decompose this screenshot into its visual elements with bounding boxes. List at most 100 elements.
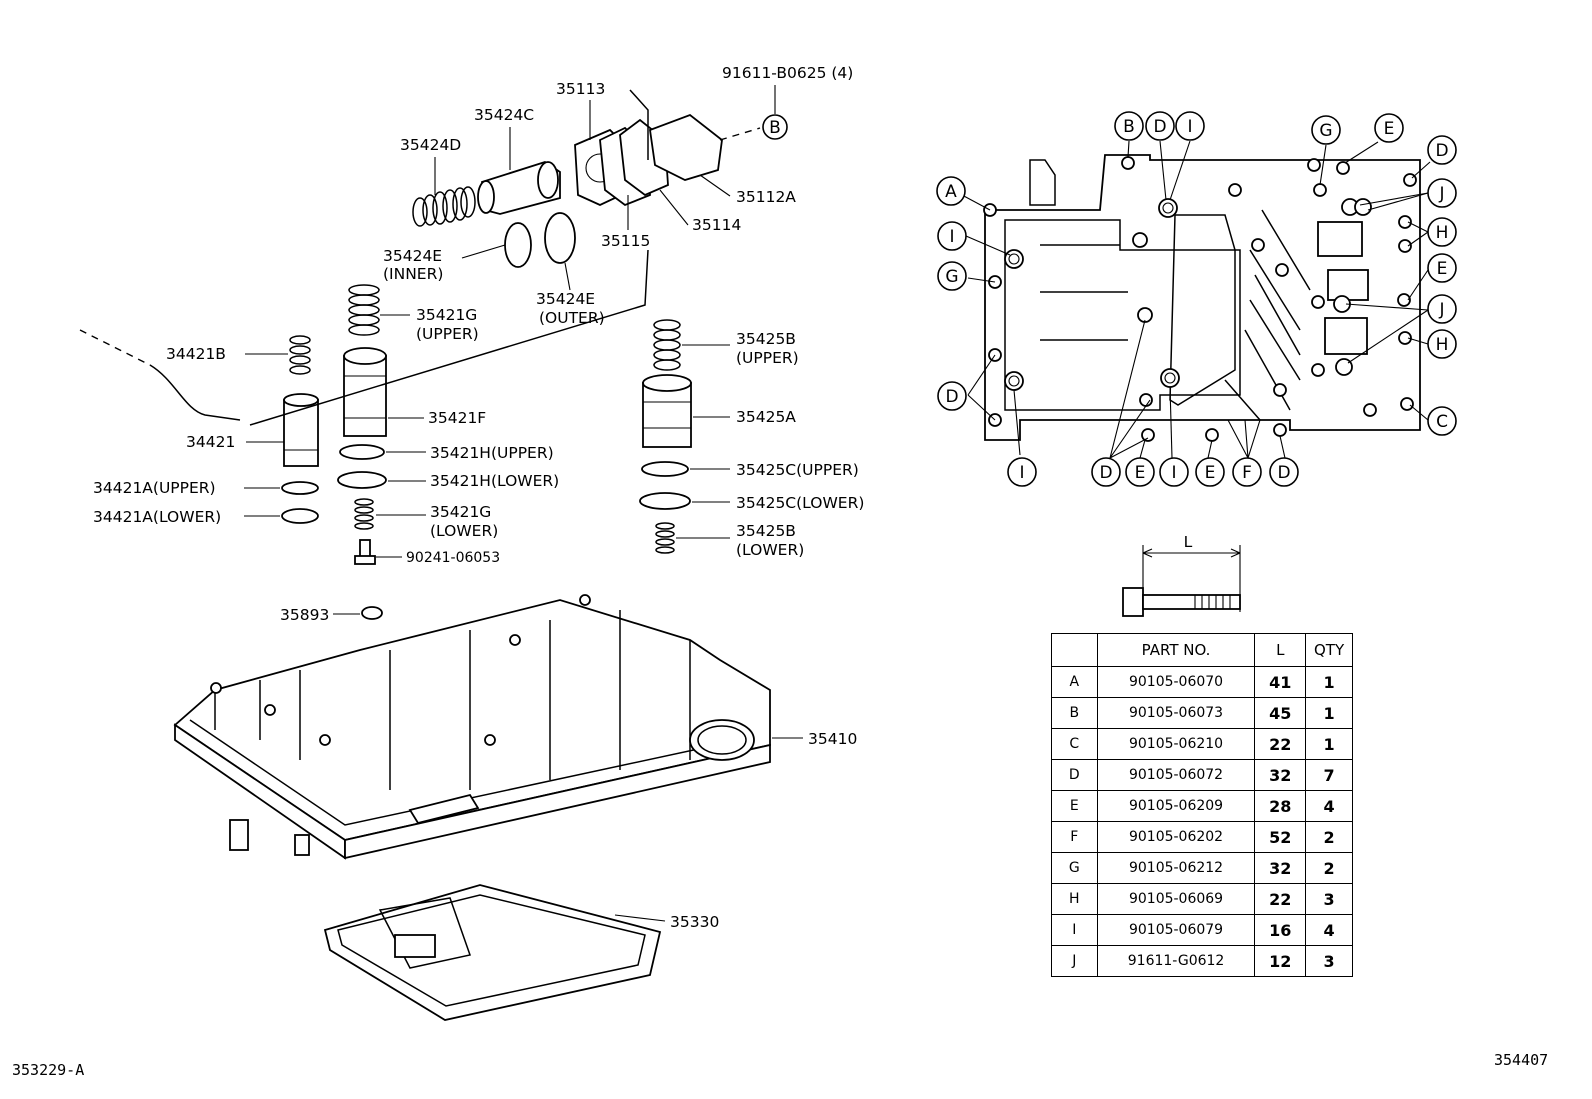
oring-35424e-inner (504, 222, 532, 268)
callout-right-h1: H (1427, 217, 1457, 247)
label-35113: 35113 (556, 80, 605, 98)
piston-34421 (283, 393, 319, 467)
oring-34421a-upper (281, 481, 319, 495)
bolt-length-figure (1122, 545, 1241, 617)
oring-35425c-upper (641, 461, 689, 477)
cell-qty: 4 (1305, 790, 1353, 822)
piston-35424c (477, 161, 561, 215)
label-34421b: 34421B (166, 345, 226, 363)
svg-text:D: D (1099, 463, 1112, 483)
callout-bot-f: F (1232, 457, 1262, 487)
label-34421: 34421 (186, 433, 235, 451)
cell-part-no: 90105-06070 (1096, 666, 1256, 698)
oring-35424e-outer (544, 212, 576, 264)
cell-length: 52 (1254, 821, 1307, 853)
cell-part-no: 91611-G0612 (1096, 945, 1256, 977)
label-35410: 35410 (808, 730, 857, 748)
cell-key: H (1051, 883, 1098, 915)
cell-qty: 7 (1305, 759, 1353, 791)
spring-35424d (412, 186, 476, 227)
callout-top-g: G (1311, 115, 1341, 145)
cell-length: 22 (1254, 883, 1307, 915)
label-35425b-upper: 35425B (736, 330, 796, 348)
piston-35421f (343, 347, 387, 437)
cell-length: 16 (1254, 914, 1307, 946)
cell-length: 45 (1254, 697, 1307, 729)
svg-text:F: F (1242, 463, 1252, 483)
label-35421g-upper: 35421G (416, 306, 477, 324)
label-35421f: 35421F (428, 409, 486, 427)
callout-right-j1: J (1427, 178, 1457, 208)
svg-text:E: E (1135, 463, 1146, 483)
nut-35893 (361, 606, 383, 620)
svg-text:D: D (1153, 117, 1166, 137)
callout-top-e: E (1374, 113, 1404, 143)
label-35424d: 35424D (400, 136, 461, 154)
exploded-parts (79, 89, 761, 620)
callout-top-b: B (1114, 111, 1144, 141)
cell-qty: 1 (1305, 697, 1353, 729)
label-35425b-lower: 35425B (736, 522, 796, 540)
cell-key: F (1051, 821, 1098, 853)
label-35425c-upper: 35425C(UPPER) (736, 461, 859, 479)
svg-text:D: D (1435, 141, 1448, 161)
cell-part-no: 90105-06212 (1096, 852, 1256, 884)
svg-text:H: H (1436, 335, 1449, 355)
label-35424c: 35424C (474, 106, 534, 124)
label-35115: 35115 (601, 232, 650, 250)
callout-top-i: I (1175, 111, 1205, 141)
callout-b-link: B (762, 114, 788, 140)
piston-35425a (642, 374, 692, 448)
cell-part-no: 90105-06210 (1096, 728, 1256, 760)
callout-left-d: D (937, 381, 967, 411)
oring-34421a-lower (281, 508, 319, 524)
cell-key: B (1051, 697, 1098, 729)
svg-text:D: D (945, 387, 958, 407)
label-35114: 35114 (692, 216, 741, 234)
label-91611-b0625: 91611-B0625 (4) (722, 64, 853, 82)
cell-qty: 3 (1305, 883, 1353, 915)
spring-35425b-upper (653, 319, 681, 371)
cell-key: J (1051, 945, 1098, 977)
svg-text:G: G (945, 267, 958, 287)
part-labels: 91611-B0625 (4) 35113 35424C 35424D 3511… (93, 64, 864, 931)
spring-34421b (289, 335, 311, 375)
label-35893: 35893 (280, 606, 329, 624)
cell-qty: 1 (1305, 666, 1353, 698)
table-header-row: PART NO. L QTY (1051, 633, 1353, 667)
label-35421h-upper: 35421H(UPPER) (430, 444, 554, 462)
cell-length: 41 (1254, 666, 1307, 698)
callout-bot-i1: I (1007, 457, 1037, 487)
cell-key: A (1051, 666, 1098, 698)
header-length: L (1254, 633, 1307, 667)
spring-35421g-lower (354, 498, 374, 530)
length-label: L (1184, 533, 1193, 551)
svg-text:E: E (1384, 119, 1395, 139)
callout-right-h2: H (1427, 329, 1457, 359)
cell-length: 28 (1254, 790, 1307, 822)
cell-qty: 3 (1305, 945, 1353, 977)
label-35425b-lower-q: (LOWER) (736, 541, 804, 559)
oring-35421h-lower (337, 471, 387, 489)
svg-text:I: I (1171, 463, 1176, 483)
svg-text:E: E (1205, 463, 1216, 483)
label-35421g-upper-q: (UPPER) (416, 325, 479, 343)
callout-top-d: D (1145, 111, 1175, 141)
cell-length: 12 (1254, 945, 1307, 977)
callout-bot-d1: D (1091, 457, 1121, 487)
svg-text:J: J (1438, 184, 1444, 204)
cell-qty: 1 (1305, 728, 1353, 760)
svg-text:H: H (1436, 223, 1449, 243)
svg-text:D: D (1277, 463, 1290, 483)
label-35424e-inner: 35424E (383, 247, 442, 265)
svg-text:I: I (1019, 463, 1024, 483)
svg-text:B: B (1123, 117, 1135, 137)
bolt-90241-06053 (354, 539, 376, 565)
